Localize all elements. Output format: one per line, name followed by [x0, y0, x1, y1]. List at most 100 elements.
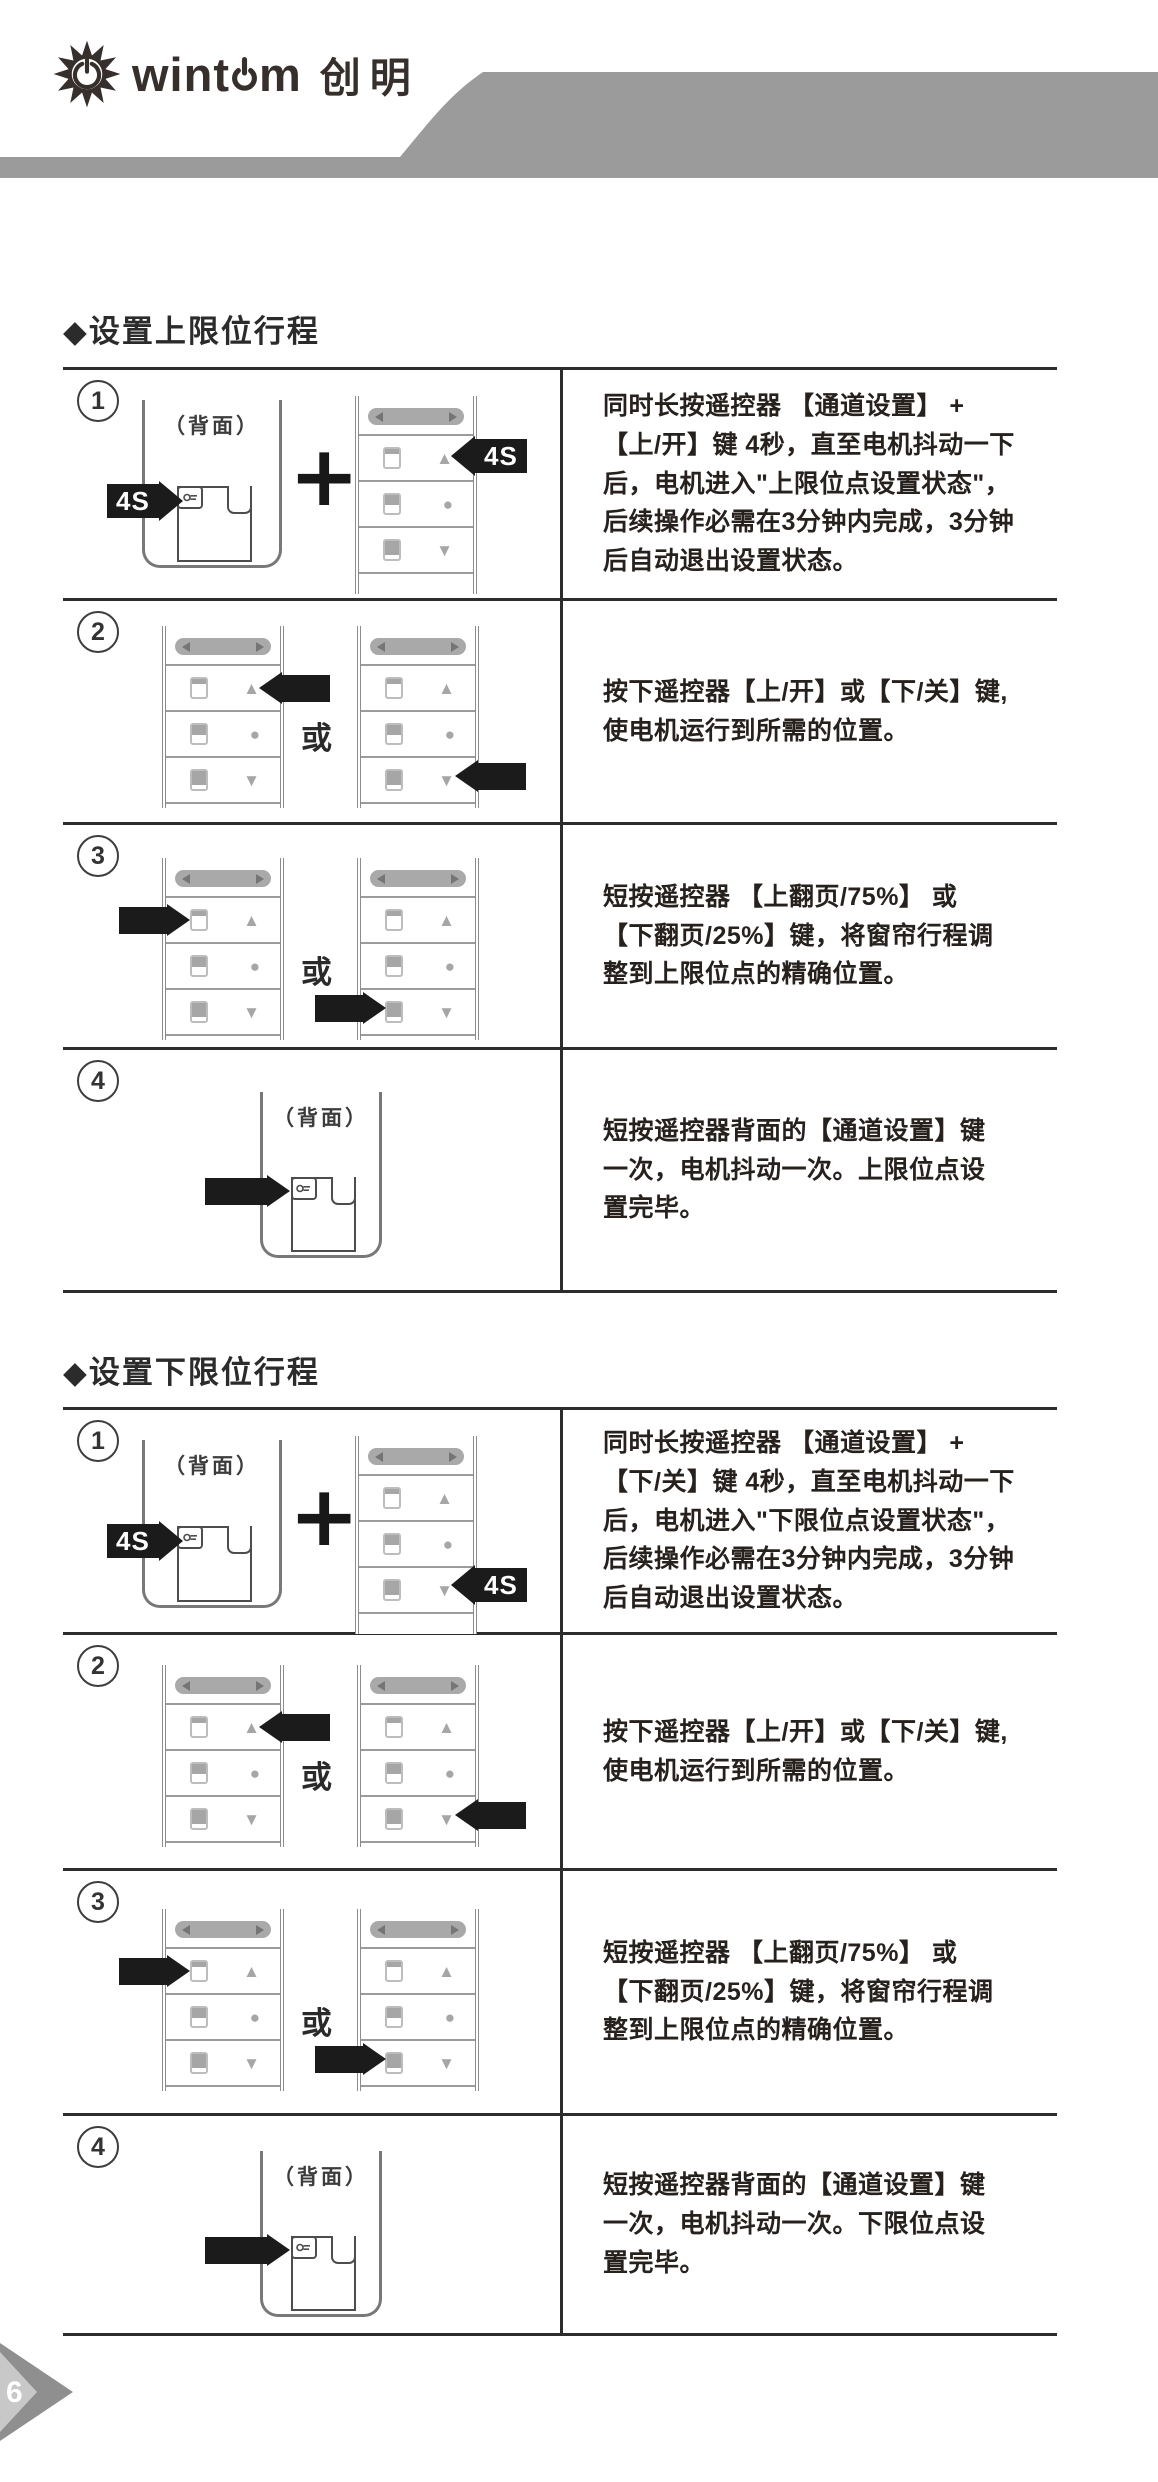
lower-limit-steps-table: 1 （背面） 4S + ▲ ● — [63, 1407, 1057, 2336]
step-instruction-cell: 同时长按遥控器 【通道设置】 + 【下/关】键 4秒，直至电机抖动一下 后，电机… — [560, 1410, 1057, 1632]
curtain-open-icon — [385, 677, 403, 699]
down-icon: ▼ — [243, 1002, 260, 1022]
press-channel-set-arrow — [205, 1175, 290, 1207]
press-up-arrow — [259, 672, 330, 704]
stop-icon: ● — [442, 494, 453, 514]
up-icon: ▲ — [438, 1717, 455, 1737]
battery-compartment — [177, 1526, 253, 1602]
curtain-closed-icon — [190, 769, 208, 791]
stop-button-row: ● — [361, 1751, 475, 1797]
down-icon: ▼ — [436, 1580, 453, 1600]
press-page-up-arrow — [119, 1955, 190, 1987]
step-number: 4 — [77, 1060, 119, 1102]
down-icon: ▼ — [243, 1809, 260, 1829]
remote-back-view: （背面） — [260, 1092, 382, 1258]
step-instruction-cell: 同时长按遥控器 【通道设置】 + 【上/开】键 4秒，直至电机抖动一下 后，电机… — [560, 370, 1057, 598]
arrow-right-icon — [158, 1521, 183, 1561]
down-icon: ▼ — [438, 1002, 455, 1022]
page-number: 6 — [6, 2376, 23, 2409]
channel-left-icon — [375, 1451, 383, 1462]
stop-icon: ● — [444, 956, 455, 976]
step-diagram-cell: 4 （背面） — [63, 1050, 560, 1290]
channel-select-slider — [370, 638, 466, 655]
curtain-half-icon — [385, 2006, 403, 2028]
up-open-button-row: ▲ — [166, 1949, 280, 1995]
step-diagram-cell: 1 （背面） 4S + ▲ ● — [63, 370, 560, 598]
channel-right-icon — [451, 1680, 459, 1691]
down-close-button-row: ▼ — [361, 1797, 475, 1841]
channel-left-icon — [377, 1924, 385, 1935]
battery-compartment — [177, 486, 253, 562]
channel-left-icon — [182, 641, 190, 652]
remote-button-rows: ▲ ● ▼ — [359, 434, 473, 574]
step-diagram-cell: 2 ▲ ● ▼ 或 ▲ — [63, 1635, 560, 1868]
arrow-left-icon — [455, 1799, 478, 1831]
stop-icon: ● — [249, 1763, 260, 1783]
battery-compartment — [290, 2236, 356, 2311]
up-open-button-row: ▲ — [359, 436, 473, 482]
up-open-button-row: ▲ — [361, 666, 475, 712]
curtain-closed-icon — [385, 2052, 403, 2074]
or-label: 或 — [301, 2006, 332, 2041]
stop-icon: ● — [249, 2007, 260, 2027]
channel-left-icon — [377, 1680, 385, 1691]
compartment-notch — [330, 1177, 356, 1206]
channel-select-slider — [175, 1677, 271, 1694]
down-icon: ▼ — [243, 770, 260, 790]
stop-button-row: ● — [361, 1995, 475, 2041]
or-label: 或 — [301, 1760, 332, 1795]
stop-button-row: ● — [361, 944, 475, 990]
up-icon: ▲ — [438, 1961, 455, 1981]
key-icon — [182, 1533, 197, 1542]
step-instruction-cell: 短按遥控器 【上翻页/75%】 或 【下翻页/25%】键，将窗帘行程调 整到上限… — [560, 1871, 1057, 2113]
table-row: 4 （背面） 短按遥控器背面的【通道设置】键 一次，电机抖动一次。上限位点设 置… — [63, 1047, 1057, 1290]
up-open-button-row: ▲ — [361, 1949, 475, 1995]
remote-button-rows: ▲ ● ▼ — [166, 1703, 280, 1843]
back-side-label: （背面） — [273, 1107, 369, 1130]
curtain-half-icon — [383, 493, 401, 515]
table-row: 4 （背面） 短按遥控器背面的【通道设置】键 一次，电机抖动一次。下限位点设 置… — [63, 2113, 1057, 2333]
channel-left-icon — [182, 1680, 190, 1691]
curtain-closed-icon — [385, 769, 403, 791]
arrow-right-icon — [167, 904, 190, 936]
step-instruction-cell: 短按遥控器 【上翻页/75%】 或 【下翻页/25%】键，将窗帘行程调 整到上限… — [560, 825, 1057, 1047]
stop-icon: ● — [444, 2007, 455, 2027]
back-side-label: （背面） — [273, 2166, 369, 2189]
down-close-button-row: ▼ — [166, 990, 280, 1034]
channel-select-slider — [370, 1677, 466, 1694]
step-instruction: 按下遥控器【上/开】或【下/关】键, 使电机运行到所需的位置。 — [603, 1717, 1008, 1785]
remote-button-rows: ▲ ● ▼ — [361, 1703, 475, 1843]
compartment-notch — [227, 486, 253, 515]
stop-icon: ● — [249, 956, 260, 976]
arrow-left-icon — [259, 1711, 282, 1743]
section-title-lower-limit: ◆设置下限位行程 — [63, 1355, 320, 1390]
curtain-half-icon — [190, 955, 208, 977]
down-close-button-row: ▼ — [361, 990, 475, 1034]
stop-button-row: ● — [359, 482, 473, 528]
down-close-button-row: ▼ — [361, 2041, 475, 2085]
channel-left-icon — [375, 411, 383, 422]
channel-left-icon — [182, 873, 190, 884]
stop-button-row: ● — [361, 712, 475, 758]
remote-button-rows: ▲ ● ▼ — [359, 1474, 473, 1614]
curtain-closed-icon — [385, 1808, 403, 1830]
remote-front-view: ▲ ● ▼ — [162, 1665, 284, 1847]
brand-logo: wint m 创明 — [52, 38, 420, 110]
channel-select-slider — [175, 870, 271, 887]
up-icon: ▲ — [243, 1961, 260, 1981]
channel-select-slider — [370, 870, 466, 887]
down-close-button-row: ▼ — [166, 2041, 280, 2085]
plus-icon: + — [289, 1467, 360, 1565]
press-page-up-arrow — [119, 904, 190, 936]
down-icon: ▼ — [243, 2053, 260, 2073]
up-open-button-row: ▲ — [359, 1476, 473, 1522]
press-page-down-arrow — [315, 992, 386, 1024]
remote-button-rows: ▲ ● ▼ — [361, 1947, 475, 2087]
step-instruction: 同时长按遥控器 【通道设置】 + 【下/关】键 4秒，直至电机抖动一下 后，电机… — [603, 1429, 1015, 1613]
curtain-closed-icon — [385, 1001, 403, 1023]
table-row: 1 （背面） 4S + ▲ ● — [63, 1407, 1057, 1634]
arrow-right-icon — [363, 992, 386, 1024]
table-row: 2 ▲ ● ▼ 或 ▲ — [63, 1632, 1057, 1868]
step-instruction-cell: 短按遥控器背面的【通道设置】键 一次，电机抖动一次。上限位点设 置完毕。 — [560, 1050, 1057, 1290]
